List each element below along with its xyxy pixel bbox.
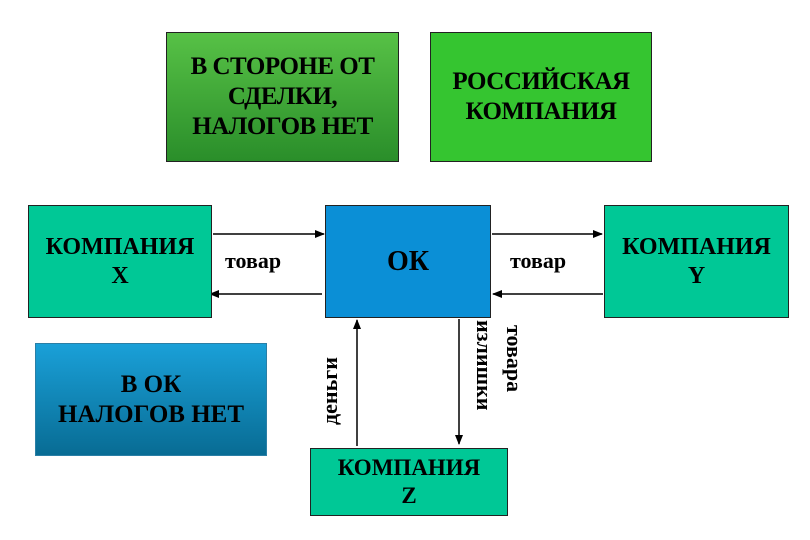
russian-company-line-2: КОМПАНИЯ — [465, 98, 617, 125]
outside-deal-box: В СТОРОНЕ ОТ СДЕЛКИ, НАЛОГОВ НЕТ — [166, 32, 399, 162]
no-tax-in-ok-box: В ОК НАЛОГОВ НЕТ — [35, 343, 267, 456]
outside-deal-line-1: В СТОРОНЕ ОТ — [190, 53, 375, 80]
company-y-box: КОМПАНИЯ Y — [604, 205, 789, 318]
ok-label: ОК — [386, 245, 430, 277]
company-z-line-2: Z — [401, 483, 417, 508]
edge-label-money: деньги — [317, 357, 342, 425]
edge-label-surplus-1: излишки — [472, 320, 497, 411]
outside-deal-line-3: НАЛОГОВ НЕТ — [192, 113, 373, 140]
company-y-line-2: Y — [687, 262, 706, 289]
company-z-line-1: КОМПАНИЯ — [337, 455, 481, 481]
company-z-box: КОМПАНИЯ Z — [310, 448, 508, 516]
company-x-line-1: КОМПАНИЯ — [45, 233, 195, 260]
company-x-line-2: X — [111, 262, 129, 289]
ok-box: ОК — [325, 205, 491, 318]
edge-label-surplus-2: товара — [502, 325, 527, 393]
edge-label-goods-right: товар — [510, 248, 567, 273]
company-x-box: КОМПАНИЯ X — [28, 205, 212, 318]
no-tax-line-1: В ОК — [120, 370, 182, 398]
edge-label-goods-left: товар — [225, 248, 282, 273]
no-tax-line-2: НАЛОГОВ НЕТ — [57, 400, 245, 428]
russian-company-line-1: РОССИЙСКАЯ — [452, 68, 630, 95]
company-y-line-1: КОМПАНИЯ — [622, 233, 771, 260]
outside-deal-line-2: СДЕЛКИ, — [227, 83, 338, 110]
russian-company-box: РОССИЙСКАЯ КОМПАНИЯ — [430, 32, 652, 162]
